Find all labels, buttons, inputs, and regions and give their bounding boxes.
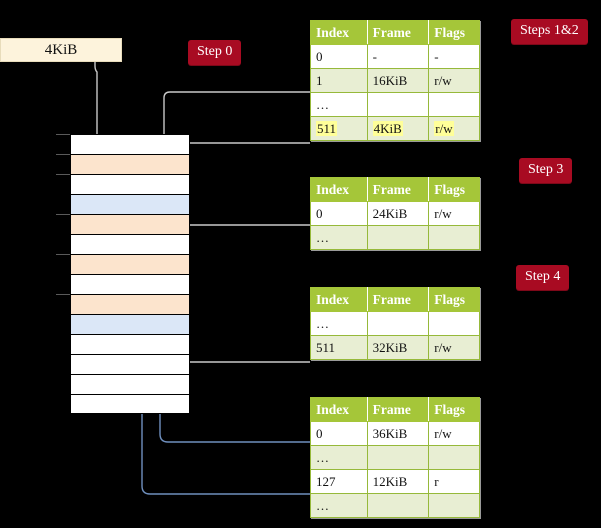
cell-flags-1 — [428, 225, 480, 250]
memory-cell-13 — [70, 394, 190, 414]
memory-tick-1 — [56, 154, 70, 155]
column-header-flags: Flags — [428, 397, 480, 422]
memory-cell-9 — [70, 314, 190, 334]
cell-index-2: … — [310, 92, 368, 117]
cell-frame-0: 24KiB — [366, 201, 430, 226]
cell-index-0: 0 — [310, 421, 368, 446]
cell-frame-1 — [366, 225, 430, 250]
cell-frame-2: 12KiB — [366, 469, 430, 494]
column-header-flags: Flags — [428, 287, 480, 312]
column-header-frame: Frame — [366, 177, 430, 202]
cell-index-1: 1 — [310, 68, 368, 93]
badge-step-4: Step 4 — [516, 265, 570, 290]
table-row[interactable]: … — [310, 311, 480, 336]
cell-flags-2: r — [428, 469, 480, 494]
memory-cell-0 — [70, 134, 190, 154]
column-header-frame: Frame — [366, 20, 430, 45]
column-header-index: Index — [310, 397, 368, 422]
cell-index-0: 0 — [310, 201, 368, 226]
table-row[interactable]: … — [310, 445, 480, 470]
memory-cell-3 — [70, 194, 190, 214]
physical-memory-column — [56, 134, 190, 414]
memory-tick-6 — [56, 254, 70, 255]
highlighted-value: 511 — [316, 120, 338, 136]
column-header-index: Index — [310, 177, 368, 202]
cell-flags-0 — [428, 311, 480, 336]
table-row[interactable]: … — [310, 225, 480, 250]
frame-4kib-label: 4KiB — [44, 41, 78, 58]
cell-index-2: 127 — [310, 469, 368, 494]
cell-frame-3: 4KiB — [366, 116, 430, 141]
memory-tick-2 — [56, 174, 70, 175]
cell-frame-2 — [366, 92, 430, 117]
cell-index-3: 511 — [310, 116, 368, 141]
column-header-frame: Frame — [366, 397, 430, 422]
cell-index-0: 0 — [310, 44, 368, 69]
memory-cell-6 — [70, 254, 190, 274]
cell-index-0: … — [310, 311, 368, 336]
column-header-flags: Flags — [428, 20, 480, 45]
memory-cell-10 — [70, 334, 190, 354]
memory-cell-5 — [70, 234, 190, 254]
memory-tick-4 — [56, 214, 70, 215]
table-row[interactable]: … — [310, 92, 480, 117]
table-row[interactable]: … — [310, 493, 480, 518]
table-row[interactable]: 511 4KiB r/w — [310, 116, 480, 141]
cell-flags-1: r/w — [428, 68, 480, 93]
memory-tick-0 — [56, 134, 70, 135]
column-header-frame: Frame — [366, 287, 430, 312]
cell-flags-3: r/w — [428, 116, 480, 141]
cell-frame-1: 32KiB — [366, 335, 430, 360]
cell-flags-1: r/w — [428, 335, 480, 360]
cell-frame-0: 36KiB — [366, 421, 430, 446]
cell-flags-2 — [428, 92, 480, 117]
highlighted-value: 4KiB — [372, 120, 403, 136]
cell-index-3: … — [310, 493, 368, 518]
column-header-index: Index — [310, 287, 368, 312]
cell-frame-3 — [366, 493, 430, 518]
cell-flags-0: r/w — [428, 201, 480, 226]
table-row[interactable]: 0-- — [310, 44, 480, 69]
memory-cell-8 — [70, 294, 190, 314]
badge-step-3: Step 3 — [519, 158, 573, 183]
memory-cell-7 — [70, 274, 190, 294]
cell-frame-1 — [366, 445, 430, 470]
memory-cell-11 — [70, 354, 190, 374]
badge-steps-1-2: Steps 1&2 — [511, 19, 588, 44]
column-header-index: Index — [310, 20, 368, 45]
memory-cell-1 — [70, 154, 190, 174]
cell-index-1: 511 — [310, 335, 368, 360]
cell-frame-1: 16KiB — [366, 68, 430, 93]
cell-index-1: … — [310, 225, 368, 250]
badge-step-0: Step 0 — [188, 40, 242, 65]
cell-frame-0: - — [366, 44, 430, 69]
memory-tick-8 — [56, 294, 70, 295]
memory-cell-12 — [70, 374, 190, 394]
cell-frame-0 — [366, 311, 430, 336]
highlighted-value: r/w — [434, 120, 454, 136]
memory-cell-4 — [70, 214, 190, 234]
frame-4kib-box: 4KiB — [0, 38, 122, 62]
cell-flags-1 — [428, 445, 480, 470]
memory-cell-2 — [70, 174, 190, 194]
cell-flags-0: r/w — [428, 421, 480, 446]
cell-index-1: … — [310, 445, 368, 470]
cell-flags-0: - — [428, 44, 480, 69]
cell-flags-3 — [428, 493, 480, 518]
column-header-flags: Flags — [428, 177, 480, 202]
